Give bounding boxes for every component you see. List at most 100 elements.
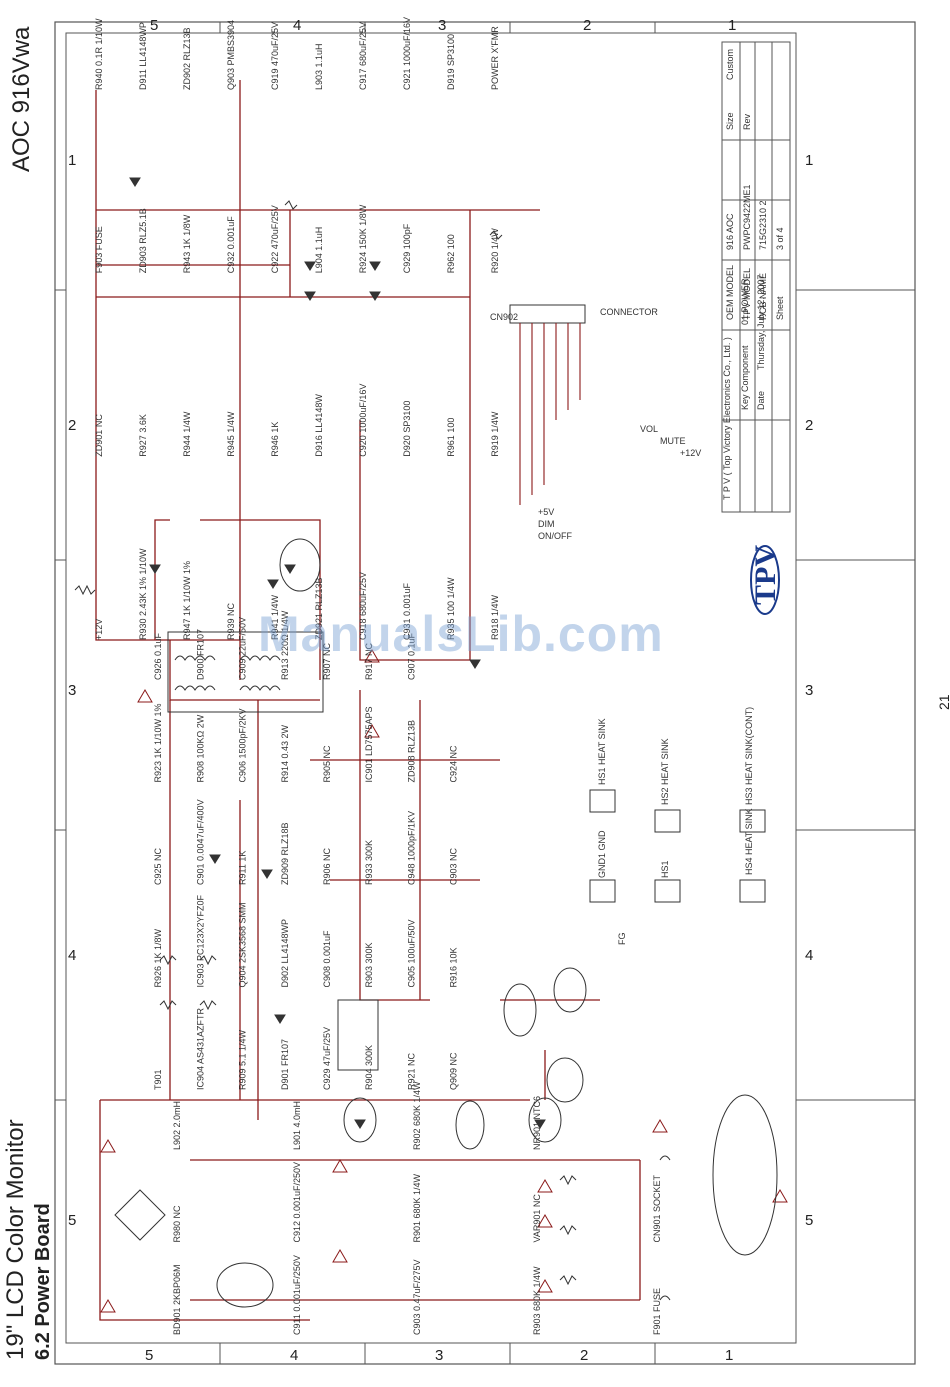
component-label: D901 FR107	[280, 1039, 290, 1090]
component-label: R909 5.1 1/4W	[238, 1029, 248, 1090]
component-label: ZD909 RLZ18B	[280, 822, 290, 885]
component-label: C903 0.47uF/275V	[412, 1259, 422, 1335]
component-symbols	[74, 177, 671, 1301]
zone-bottom-5: 1	[725, 1347, 733, 1364]
heatsinks	[589, 789, 766, 903]
component-label: L904 1.1uH	[314, 227, 324, 274]
zone-bottom-3: 3	[435, 1347, 443, 1364]
component-label: C948 1000pF/1KV	[406, 811, 416, 885]
component-label: IC901 LD7575APS	[364, 706, 374, 782]
component-label: C912 0.001uF/250V	[292, 1162, 302, 1243]
title-block-oem-value: 916 AOC	[725, 213, 735, 250]
component-label: C901 0.0047uF/400V	[195, 799, 205, 885]
component-label: R935 100 1/4W	[446, 577, 456, 640]
component-label: ZD901 NC	[94, 414, 104, 457]
connector-pin-12v: +12V	[680, 448, 701, 458]
connector-pin-mute: MUTE	[660, 436, 686, 446]
zone-left-3: 3	[68, 682, 76, 699]
component-label: R903 680K 1/4W	[532, 1266, 542, 1335]
component-label: C905 100uF/50V	[406, 919, 416, 987]
title-block-pcb-value: 715G2310 2	[758, 200, 768, 250]
ic901	[337, 999, 379, 1071]
zone-top-1: 5	[150, 17, 158, 34]
zone-top-3: 3	[438, 17, 446, 34]
component-label: C921 1000uF/16V	[402, 17, 412, 90]
connector-ref: CN902	[490, 312, 518, 322]
zone-labels-left: 1 2 3 4 5	[68, 152, 76, 1229]
component-label: R904 300K	[364, 1045, 374, 1090]
component-label: ZD921 RLZ13B	[314, 577, 324, 640]
component-label: C903 NC	[449, 847, 459, 885]
warning-triangles	[100, 649, 788, 1313]
component-label: R943 1K 1/8W	[182, 214, 192, 273]
review-circles	[216, 538, 778, 1308]
component-label: Q904 2SK3568 SMM	[238, 902, 248, 987]
component-label: D920 SP3100	[402, 401, 412, 457]
component-label: L902 2.0mH	[172, 1101, 182, 1150]
component-label: R903 300K	[364, 942, 374, 987]
gnd-label: GND1 GND	[597, 830, 607, 878]
gnd-label: FG	[617, 933, 627, 946]
zone-right-5: 5	[805, 1212, 813, 1229]
watermark: ManualsLib.com	[258, 606, 664, 662]
component-label: R927 3.6K	[138, 414, 148, 457]
component-label: C931 0.001uF	[402, 582, 412, 640]
component-label: D900 FR107	[195, 629, 205, 680]
component-label: C922 470uF/25V	[270, 205, 280, 273]
component-label: R947 1K 1/10W 1%	[182, 561, 192, 640]
component-label: C919 470uF/25V	[270, 22, 280, 90]
component-label: D916 LL4148W	[314, 394, 324, 457]
component-label: R906 NC	[322, 847, 332, 885]
component-label: C908 0.001uF	[322, 930, 332, 988]
component-label: R933 300K	[364, 840, 374, 885]
connector-pin-vol: VOL	[640, 424, 658, 434]
component-label: R980 NC	[172, 1205, 182, 1243]
component-label: C911 0.001uF/250V	[292, 1255, 302, 1335]
title-block-oem-label: OEM MODEL	[725, 265, 735, 320]
title-block-company: T P V ( Top Victory Electronics Co., Ltd…	[722, 337, 732, 500]
title-block-key-component-label: Key Component	[740, 345, 750, 410]
component-label: R944 1/4W	[182, 411, 192, 457]
component-label: L903 1.1uH	[314, 43, 324, 90]
component-label: R941 1/4W	[270, 594, 280, 640]
zone-labels-bottom: 5 4 3 2 1	[145, 1347, 733, 1364]
component-label: +12V	[94, 619, 104, 640]
component-label: D919 SP3100	[446, 34, 456, 90]
component-label: C924 NC	[449, 745, 459, 783]
component-label: ZD902 RLZ13B	[182, 27, 192, 90]
component-label: VAR901 NC	[532, 1194, 542, 1243]
component-label: R918 1/4W	[490, 594, 500, 640]
zone-bottom-1: 5	[145, 1347, 153, 1364]
zone-right-2: 2	[805, 417, 813, 434]
component-label: R920 1/4W	[490, 228, 500, 274]
component-label: F901 FUSE	[652, 1288, 662, 1335]
component-label: R940 0.1R 1/10W	[94, 18, 104, 90]
component-label: ZD903 RLZ5.1B	[138, 208, 148, 273]
component-label: R908 100KΩ 2W	[195, 714, 205, 782]
component-label: IC904 AS431AZFTR	[195, 1007, 205, 1090]
component-label: R911 1K	[238, 851, 248, 885]
connector-name: CONNECTOR	[600, 307, 658, 317]
component-label: C906 1500pF/2KV	[238, 708, 248, 782]
component-label: C918 680uF/25V	[358, 572, 368, 640]
component-label: C926 0.1uF	[153, 632, 163, 680]
component-label: R914 0.43 2W	[280, 724, 290, 782]
connector-cn902: CN902 CONNECTOR +5V DIM ON/OFF VOL MUTE …	[490, 304, 701, 541]
component-label: CN901 SOCKET	[652, 1174, 662, 1242]
zone-right-3: 3	[805, 682, 813, 699]
outer-frame	[54, 21, 916, 1365]
component-label: R939 NC	[226, 602, 236, 640]
heatsink-label: HS2 HEAT SINK	[660, 738, 670, 805]
connector-pin-onoff: ON/OFF	[538, 531, 572, 541]
transformer-t901	[167, 631, 324, 713]
inner-frame	[65, 32, 797, 1344]
title-block-key-component-value: 01.POWER	[740, 278, 750, 325]
zone-bottom-4: 2	[580, 1347, 588, 1364]
component-label: R901 680K 1/4W	[412, 1173, 422, 1242]
component-label: NR901 NTC6	[532, 1096, 542, 1150]
zone-right-1: 1	[805, 152, 813, 169]
component-label: C907 0.1uF	[406, 632, 416, 680]
connector-pin-dim: DIM	[538, 519, 555, 529]
component-label: R945 1/4W	[226, 411, 236, 457]
